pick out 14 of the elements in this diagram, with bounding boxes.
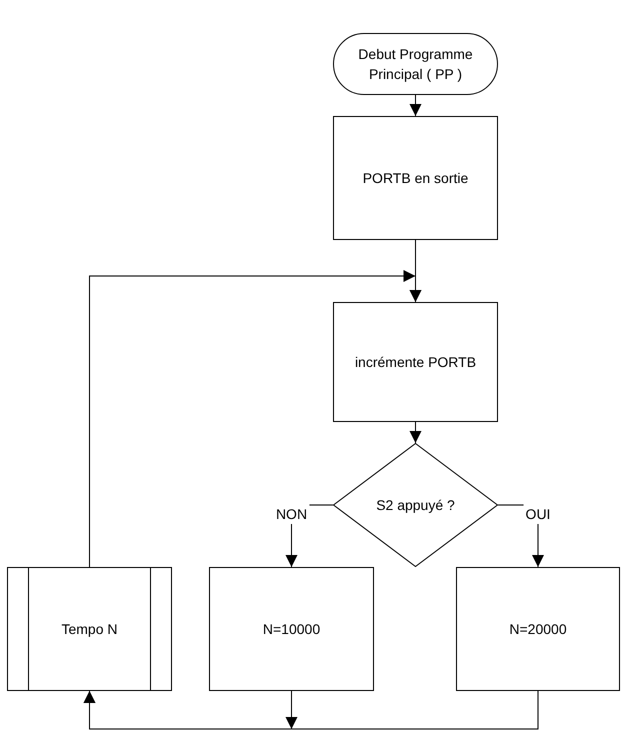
process-box	[456, 567, 620, 691]
node-label: PORTB en sortie	[362, 168, 470, 188]
process-box	[209, 567, 374, 691]
node-label: N=20000	[508, 620, 568, 639]
node-label: incrémente PORTB	[354, 352, 478, 372]
decision-diamond	[333, 443, 498, 567]
node-label: N=10000	[262, 620, 322, 639]
process-box	[333, 116, 498, 240]
subroutine-box	[7, 567, 172, 691]
process-box	[333, 302, 498, 422]
node-label: Tempo N	[60, 620, 119, 639]
edge-label: OUI	[524, 504, 552, 524]
node-label: S2 appuyé ?	[375, 496, 456, 515]
node-label: Debut Programme Principal ( PP )	[357, 44, 474, 84]
